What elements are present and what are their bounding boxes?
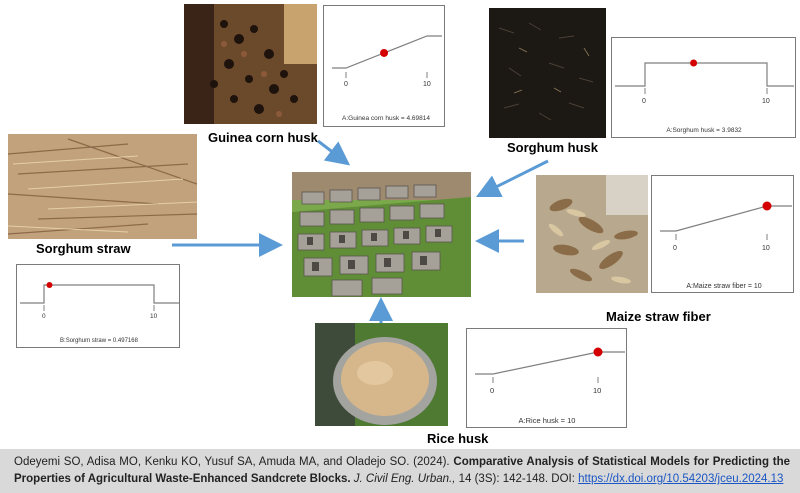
sorghum-husk-photo [489, 8, 606, 138]
maize-straw-fiber-factor: A:Maize straw fiber = 10 [686, 283, 761, 290]
sorghum-husk-axis-max: 10 [762, 98, 770, 105]
arrow-sorghum-husk [475, 159, 549, 198]
sorghum-husk-axis-min: 0 [642, 98, 646, 105]
sorghum-straw-trace [20, 284, 179, 304]
citation-authors: Odeyemi SO, Adisa MO, Kenku KO, Yusuf SA… [14, 456, 450, 468]
sorghum-straw-axis-min: 0 [42, 313, 46, 320]
guinea-corn-husk-chart: 0 10 A:Guinea corn husk = 4.69814 [323, 5, 445, 127]
citation-volume: 14 (3S): 142-148. DOI: [458, 473, 575, 485]
rice-husk-axis-max: 10 [593, 386, 601, 395]
sorghum-husk-chart: 0 10 A:Sorghum husk = 3.9832 [611, 37, 796, 138]
citation-title: Comparative Analysis of Statistical Mode… [14, 456, 790, 485]
sorghum-straw-label: Sorghum straw [36, 241, 131, 256]
sorghum-straw-marker [46, 282, 53, 288]
sorghum-straw-plot: 0 10 B:Sorghum straw = 0.497168 [20, 282, 179, 344]
rice-husk-trace [475, 351, 625, 375]
maize-straw-fiber-label: Maize straw fiber [606, 309, 711, 324]
guinea-corn-husk-axis-max: 10 [423, 81, 431, 88]
citation-journal: J. Civil Eng. Urban., [353, 473, 456, 485]
rice-husk-factor: A:Rice husk = 10 [519, 416, 576, 425]
guinea-corn-husk-plot: 0 10 A:Guinea corn husk = 4.69814 [332, 35, 442, 122]
maize-straw-fiber-photo [536, 175, 648, 293]
rice-husk-marker [593, 347, 603, 357]
rice-husk-chart: 0 10 A:Rice husk = 10 [466, 328, 627, 428]
sorghum-husk-marker [690, 59, 698, 67]
citation-doi-link[interactable]: https://dx.doi.org/10.54203/jceu.2024.13 [578, 473, 784, 485]
guinea-corn-husk-axis-min: 0 [344, 81, 348, 88]
maize-straw-fiber-axis-max: 10 [762, 245, 770, 252]
guinea-corn-husk-factor: A:Guinea corn husk = 4.69814 [342, 115, 430, 122]
guinea-corn-husk-marker [380, 48, 389, 57]
sorghum-straw-chart: 0 10 B:Sorghum straw = 0.497168 [16, 264, 180, 348]
guinea-corn-husk-photo [184, 4, 317, 124]
sorghum-straw-axis-max: 10 [150, 313, 158, 320]
rice-husk-label: Rice husk [427, 431, 489, 446]
sorghum-husk-trace [615, 62, 794, 87]
rice-husk-axis-min: 0 [490, 386, 494, 395]
arrow-guinea-corn-husk [317, 139, 351, 166]
maize-straw-fiber-marker [762, 201, 772, 211]
guinea-corn-husk-label: Guinea corn husk [208, 130, 318, 145]
rice-husk-photo [315, 323, 448, 426]
maize-straw-fiber-chart: 0 10 A:Maize straw fiber = 10 [651, 175, 794, 293]
sandcrete-blocks-photo [292, 172, 471, 297]
maize-straw-fiber-plot: 0 10 A:Maize straw fiber = 10 [660, 201, 792, 290]
citation-caption: Odeyemi SO, Adisa MO, Kenku KO, Yusuf SA… [0, 449, 800, 493]
sorghum-husk-factor: A:Sorghum husk = 3.9832 [666, 127, 742, 134]
sorghum-straw-photo [8, 134, 197, 239]
rice-husk-plot: 0 10 A:Rice husk = 10 [475, 347, 625, 425]
sorghum-straw-factor: B:Sorghum straw = 0.497168 [60, 338, 139, 344]
maize-straw-fiber-axis-min: 0 [673, 245, 677, 252]
sorghum-husk-label: Sorghum husk [507, 140, 599, 155]
sorghum-husk-plot: 0 10 A:Sorghum husk = 3.9832 [615, 59, 794, 134]
maize-straw-fiber-trace [660, 205, 792, 232]
flow-arrows [172, 139, 549, 323]
